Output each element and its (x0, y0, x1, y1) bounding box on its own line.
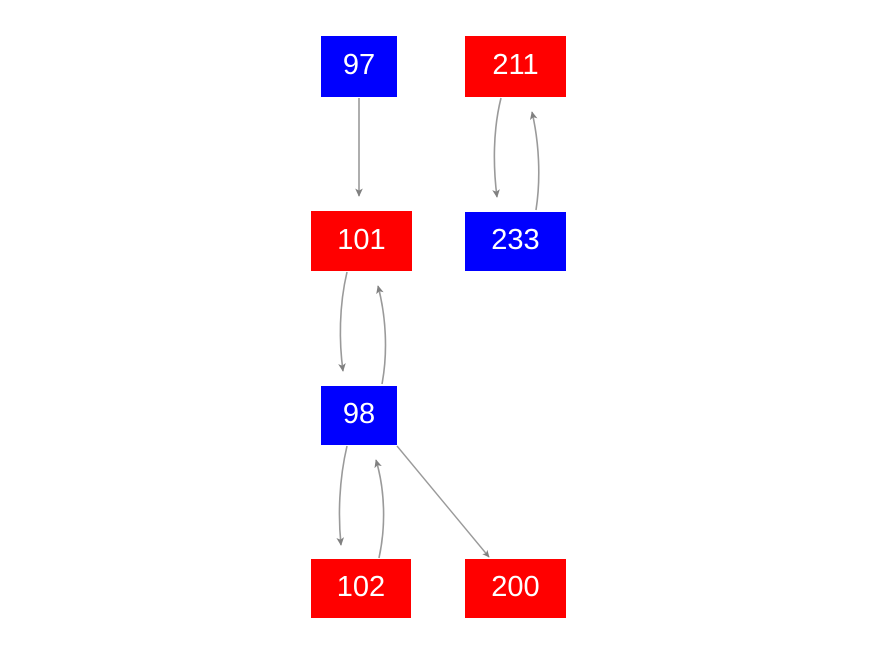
graph-node-102[interactable]: 102 (311, 559, 411, 618)
graph-node-98[interactable]: 98 (321, 386, 397, 445)
edge-211-to-233 (492, 97, 502, 198)
edge-98-to-200 (396, 445, 490, 558)
graph-node-label: 102 (336, 571, 386, 603)
edge-233-to-211 (529, 111, 540, 211)
edge-102-to-98 (374, 459, 385, 559)
graph-node-label: 97 (342, 49, 376, 81)
graph-node-label: 200 (491, 571, 540, 603)
graph-node-211[interactable]: 211 (465, 36, 566, 97)
edge-98-to-101 (376, 285, 387, 385)
graph-node-200[interactable]: 200 (465, 559, 566, 618)
edge-98-to-102 (336, 445, 348, 546)
graph-node-label: 211 (492, 49, 539, 81)
graph-node-label: 98 (342, 398, 376, 430)
graph-node-233[interactable]: 233 (465, 212, 566, 271)
edge-101-to-98 (338, 271, 348, 372)
graph-node-97[interactable]: 97 (321, 36, 397, 97)
graph-node-101[interactable]: 101 (311, 211, 412, 271)
graph-node-label: 101 (337, 223, 386, 256)
graph-node-label: 233 (491, 224, 540, 256)
